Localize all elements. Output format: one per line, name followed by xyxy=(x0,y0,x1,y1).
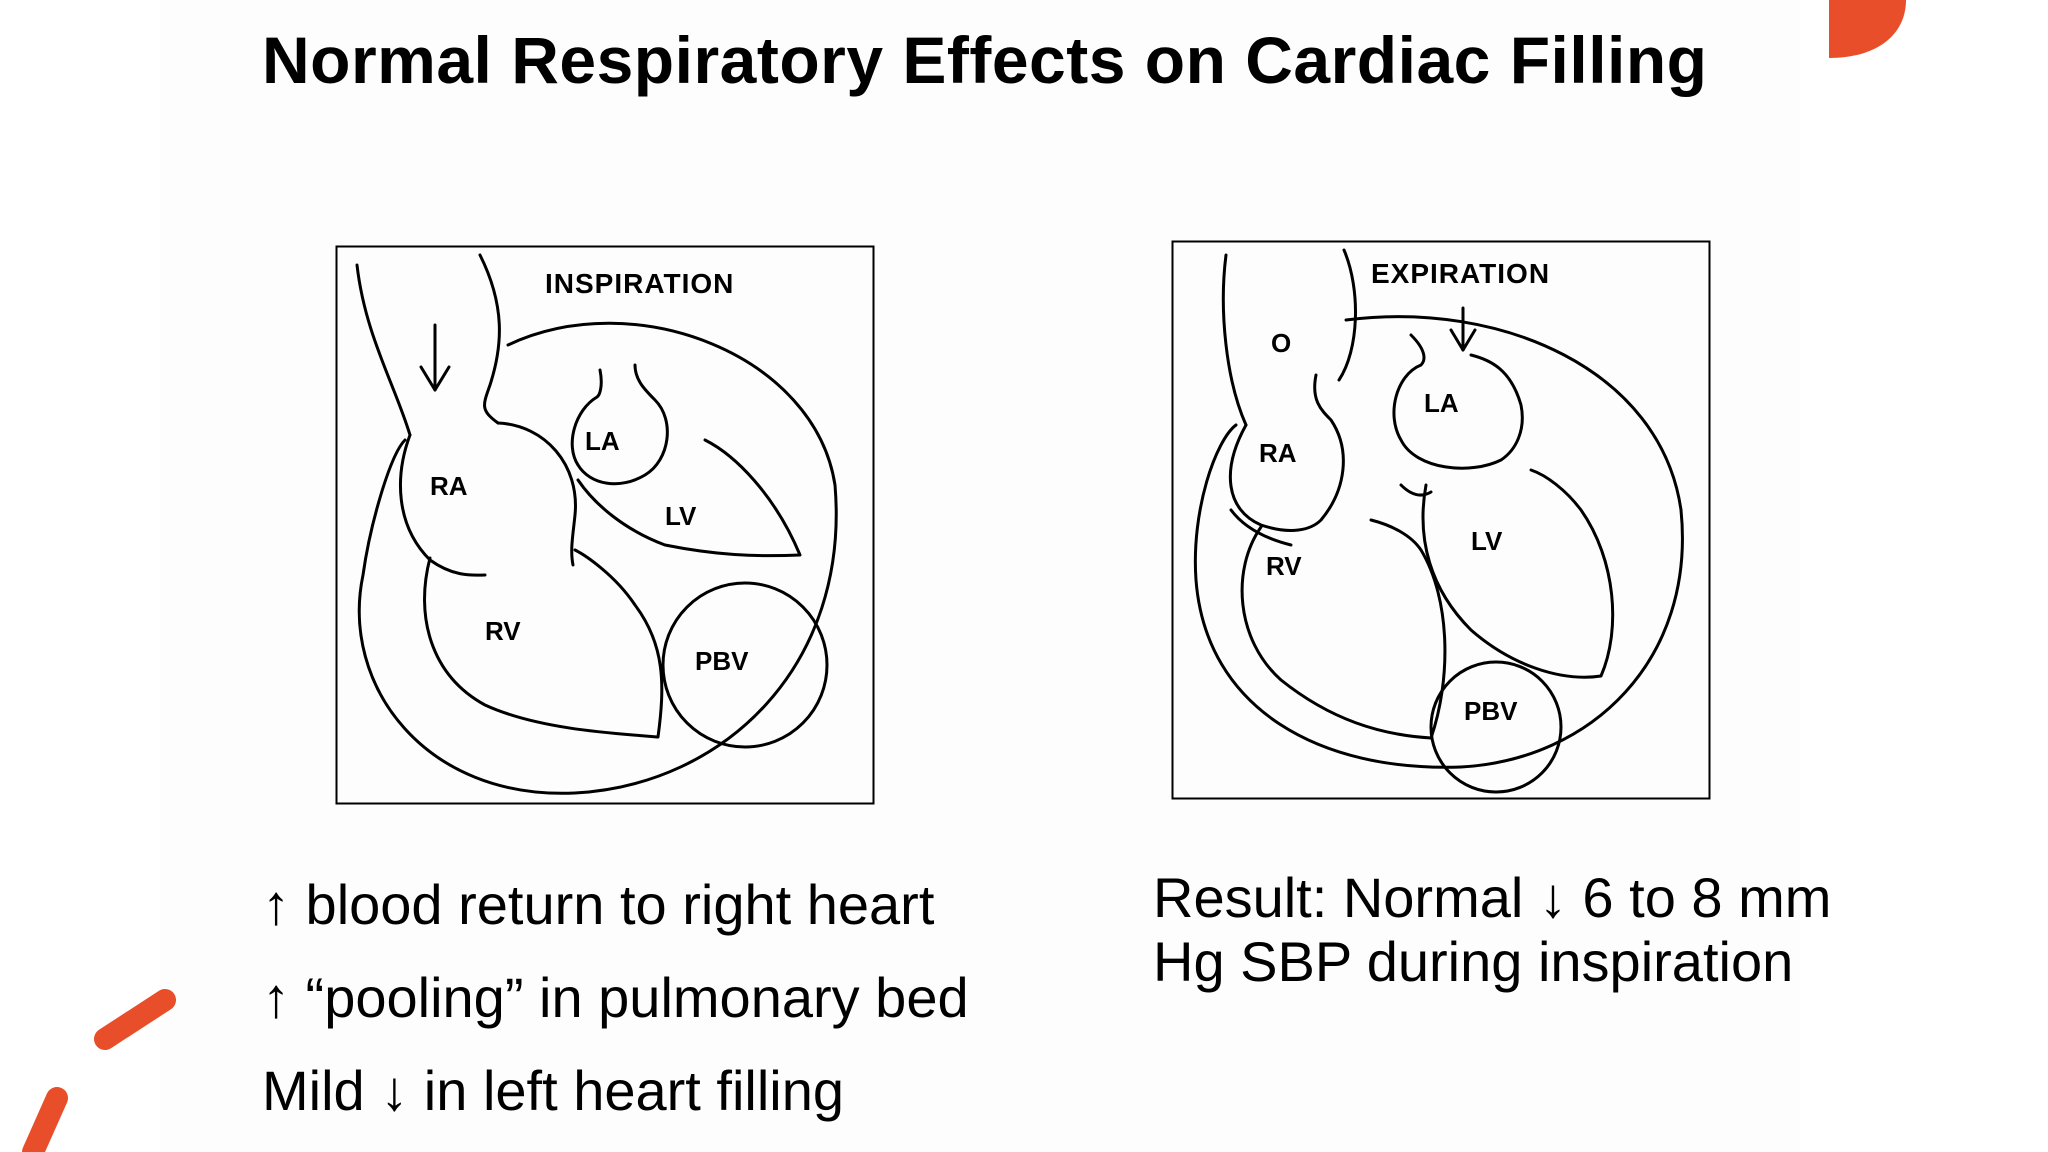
note-line: ↑ “pooling” in pulmonary bed xyxy=(262,966,969,1029)
label-pbv: PBV xyxy=(1464,696,1518,726)
label-o: O xyxy=(1271,328,1291,358)
inflow-arrow xyxy=(1449,306,1477,352)
expiration-diagram: EXPIRATION O RA RV LA LV PBV xyxy=(1171,240,1711,800)
label-lv: LV xyxy=(665,501,697,531)
expiration-frame xyxy=(1171,240,1711,800)
accent-shape-top-right xyxy=(1829,0,1906,58)
left-atrium-outline xyxy=(1392,333,1524,470)
inspiration-heading: INSPIRATION xyxy=(545,268,734,299)
right-ventricle-outline xyxy=(423,548,664,739)
label-ra: RA xyxy=(1259,438,1297,468)
right-atrium-outline xyxy=(1228,373,1345,532)
right-ventricle-outline xyxy=(1229,508,1447,740)
label-ra: RA xyxy=(430,471,468,501)
slide-title: Normal Respiratory Effects on Cardiac Fi… xyxy=(262,23,1708,97)
pulmonary-blood-volume-circle xyxy=(1429,660,1563,794)
pulmonary-blood-volume-circle xyxy=(661,581,829,749)
inspiration-notes: ↑ blood return to right heart ↑ “pooling… xyxy=(262,858,969,1137)
label-la: LA xyxy=(585,426,620,456)
label-pbv: PBV xyxy=(695,646,749,676)
pericardium-outline xyxy=(357,321,838,795)
inflow-arrow xyxy=(419,323,451,392)
inspiration-frame xyxy=(335,245,875,805)
label-la: LA xyxy=(1424,388,1459,418)
label-lv: LV xyxy=(1471,526,1503,556)
vena-cava xyxy=(355,253,501,437)
label-rv: RV xyxy=(485,616,521,646)
left-atrium-outline xyxy=(570,363,669,486)
vena-cava xyxy=(1221,248,1357,427)
left-ventricle-outline xyxy=(576,438,802,558)
accent-stroke-bottom-corner xyxy=(22,1087,68,1152)
expiration-heading: EXPIRATION xyxy=(1371,258,1550,289)
pericardium-outline xyxy=(1193,315,1684,769)
left-ventricle-outline xyxy=(1399,468,1615,679)
accent-stroke-bottom-left xyxy=(94,989,176,1050)
right-atrium-outline xyxy=(399,421,577,577)
result-text: Result: Normal ↓ 6 to 8 mm Hg SBP during… xyxy=(1153,866,1832,993)
note-line: Mild ↓ in left heart filling xyxy=(262,1059,845,1122)
note-line: ↑ blood return to right heart xyxy=(262,873,935,936)
inspiration-diagram: INSPIRATION RA RV LA LV PBV xyxy=(335,245,875,805)
label-rv: RV xyxy=(1266,551,1302,581)
